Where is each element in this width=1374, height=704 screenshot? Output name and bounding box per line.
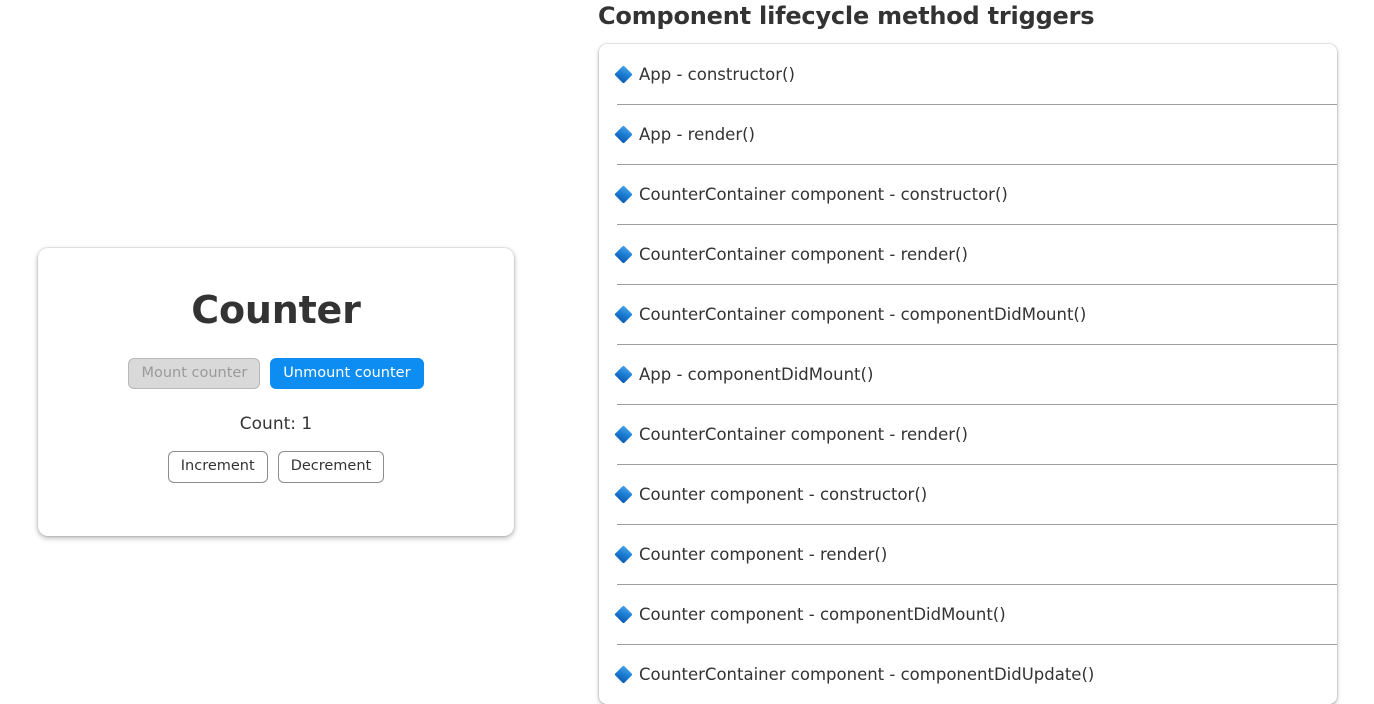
lifecycle-item-label: CounterContainer component - componentDi… — [639, 664, 1095, 684]
counter-title: Counter — [191, 288, 361, 332]
blue-diamond-icon — [614, 124, 633, 144]
count-controls: Increment Decrement — [38, 451, 514, 483]
unmount-counter-button[interactable]: Unmount counter — [270, 357, 424, 390]
lifecycle-list-item: App - componentDidMount() — [599, 344, 1337, 404]
blue-diamond-icon — [614, 244, 633, 264]
lifecycle-list-item: App - render() — [599, 104, 1337, 164]
lifecycle-list-item: CounterContainer component - componentDi… — [599, 284, 1337, 344]
blue-diamond-icon — [614, 544, 633, 564]
lifecycle-pane: Component lifecycle method triggers App … — [598, 0, 1374, 704]
blue-diamond-icon — [614, 424, 633, 444]
mount-counter-button[interactable]: Mount counter — [128, 357, 261, 390]
lifecycle-item-label: Counter component - render() — [639, 544, 888, 564]
lifecycle-list-item: Counter component - constructor() — [599, 464, 1337, 524]
lifecycle-list-item: CounterContainer component - constructor… — [599, 164, 1337, 224]
lifecycle-heading: Component lifecycle method triggers — [598, 2, 1095, 30]
lifecycle-list-item: CounterContainer component - render() — [599, 404, 1337, 464]
blue-diamond-icon — [614, 604, 633, 624]
lifecycle-list-item: Counter component - componentDidMount() — [599, 584, 1337, 644]
increment-button[interactable]: Increment — [167, 451, 268, 483]
lifecycle-item-label: App - constructor() — [639, 64, 795, 84]
decrement-button[interactable]: Decrement — [277, 451, 385, 483]
lifecycle-item-label: Counter component - constructor() — [639, 484, 928, 504]
lifecycle-item-label: Counter component - componentDidMount() — [639, 604, 1006, 624]
blue-diamond-icon — [614, 184, 633, 204]
lifecycle-list-item: Counter component - render() — [599, 524, 1337, 584]
blue-diamond-icon — [614, 64, 633, 84]
lifecycle-item-label: CounterContainer component - render() — [639, 244, 968, 264]
blue-diamond-icon — [614, 664, 633, 684]
lifecycle-list-item: App - constructor() — [599, 44, 1337, 104]
blue-diamond-icon — [614, 304, 633, 324]
lifecycle-item-label: CounterContainer component - constructor… — [639, 184, 1008, 204]
lifecycle-item-label: App - componentDidMount() — [639, 364, 874, 384]
lifecycle-item-label: App - render() — [639, 124, 755, 144]
lifecycle-item-label: CounterContainer component - render() — [639, 424, 968, 444]
blue-diamond-icon — [614, 484, 633, 504]
mount-controls: Mount counter Unmount counter — [38, 357, 514, 390]
blue-diamond-icon — [614, 364, 633, 384]
lifecycle-list: App - constructor() App - render() Counter… — [599, 44, 1337, 704]
counter-pane: Counter Mount counter Unmount counter Co… — [0, 0, 560, 699]
count-display: Count: 1 — [239, 414, 313, 435]
lifecycle-item-label: CounterContainer component - componentDi… — [639, 304, 1087, 324]
counter-card: Counter Mount counter Unmount counter Co… — [38, 248, 514, 536]
lifecycle-list-item: CounterContainer component - render() — [599, 224, 1337, 284]
lifecycle-list-item: CounterContainer component - componentDi… — [599, 644, 1337, 704]
